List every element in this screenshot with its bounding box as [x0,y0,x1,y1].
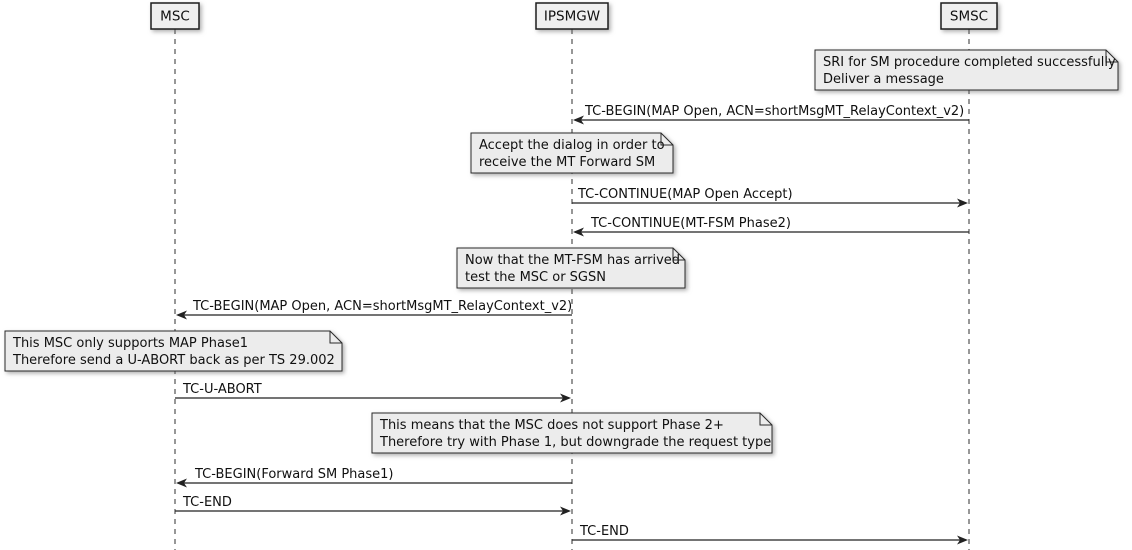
participant-box [535,2,609,30]
note-body [4,330,343,372]
message-label: TC-CONTINUE(MAP Open Accept) [577,187,793,202]
note-body [371,412,773,454]
note-body [814,49,1119,91]
message-arrowhead [957,535,968,545]
message-arrowhead [560,393,571,403]
message-label: TC-CONTINUE(MT-FSM Phase2) [590,216,791,231]
message-tc-end-1: TC-END [175,495,571,516]
participant-box [940,2,998,30]
message-label: TC-END [579,524,629,539]
note-line: Deliver a message [823,72,944,87]
message-arrowhead [176,478,187,488]
note-body [456,247,686,289]
message-arrowhead [573,115,584,125]
message-tc-end-2: TC-END [572,524,968,545]
message-arrowhead [176,310,187,320]
participant-label: IPSMGW [544,9,600,25]
message-tc-continue-open-accept: TC-CONTINUE(MAP Open Accept) [572,187,968,208]
message-label: TC-U-ABORT [182,382,262,397]
participant-msc: MSC [150,2,200,30]
note-fold-icon [329,331,342,344]
note-line: SRI for SM procedure completed successfu… [823,55,1116,70]
participant-label: MSC [160,9,190,25]
note-accept-dialog: Accept the dialog in order to receive th… [470,132,674,174]
note-sri-success: SRI for SM procedure completed successfu… [814,49,1119,91]
message-tc-begin-relaycontext-1: TC-BEGIN(MAP Open, ACN=shortMsgMT_RelayC… [573,104,969,125]
message-label: TC-BEGIN(Forward SM Phase1) [194,467,394,482]
message-tc-continue-mtfsm-phase2: TC-CONTINUE(MT-FSM Phase2) [573,216,969,237]
note-fold-icon [660,133,673,146]
message-tc-begin-relaycontext-2: TC-BEGIN(MAP Open, ACN=shortMsgMT_RelayC… [176,299,572,320]
message-label: TC-BEGIN(MAP Open, ACN=shortMsgMT_RelayC… [192,299,572,314]
note-fold-icon [1105,50,1118,63]
message-label: TC-END [182,495,232,510]
participant-smsc: SMSC [940,2,998,30]
note-downgrade-request: This means that the MSC does not support… [371,412,773,454]
message-arrowhead [573,227,584,237]
note-line: Now that the MT-FSM has arrived [465,253,680,268]
note-fold-icon [759,413,772,426]
note-msc-phase1-only: This MSC only supports MAP Phase1 Theref… [4,330,343,372]
note-line: test the MSC or SGSN [465,270,606,285]
note-body [470,132,674,174]
note-mtfsm-arrived: Now that the MT-FSM has arrived test the… [456,247,686,289]
participant-label: SMSC [950,9,988,25]
note-line: This MSC only supports MAP Phase1 [12,336,248,351]
note-line: receive the MT Forward SM [479,155,655,170]
message-arrowhead [560,506,571,516]
message-tc-begin-forward-sm-phase1: TC-BEGIN(Forward SM Phase1) [176,467,572,488]
message-tc-u-abort: TC-U-ABORT [175,382,571,403]
note-line: Accept the dialog in order to [479,138,665,153]
note-line: This means that the MSC does not support… [379,418,724,433]
message-label: TC-BEGIN(MAP Open, ACN=shortMsgMT_RelayC… [584,104,964,119]
participant-box [150,2,200,30]
message-arrowhead [957,198,968,208]
participant-ipsmgw: IPSMGW [535,2,609,30]
note-line: Therefore send a U-ABORT back as per TS … [12,353,335,368]
note-line: Therefore try with Phase 1, but downgrad… [379,435,771,450]
note-fold-icon [672,248,685,261]
